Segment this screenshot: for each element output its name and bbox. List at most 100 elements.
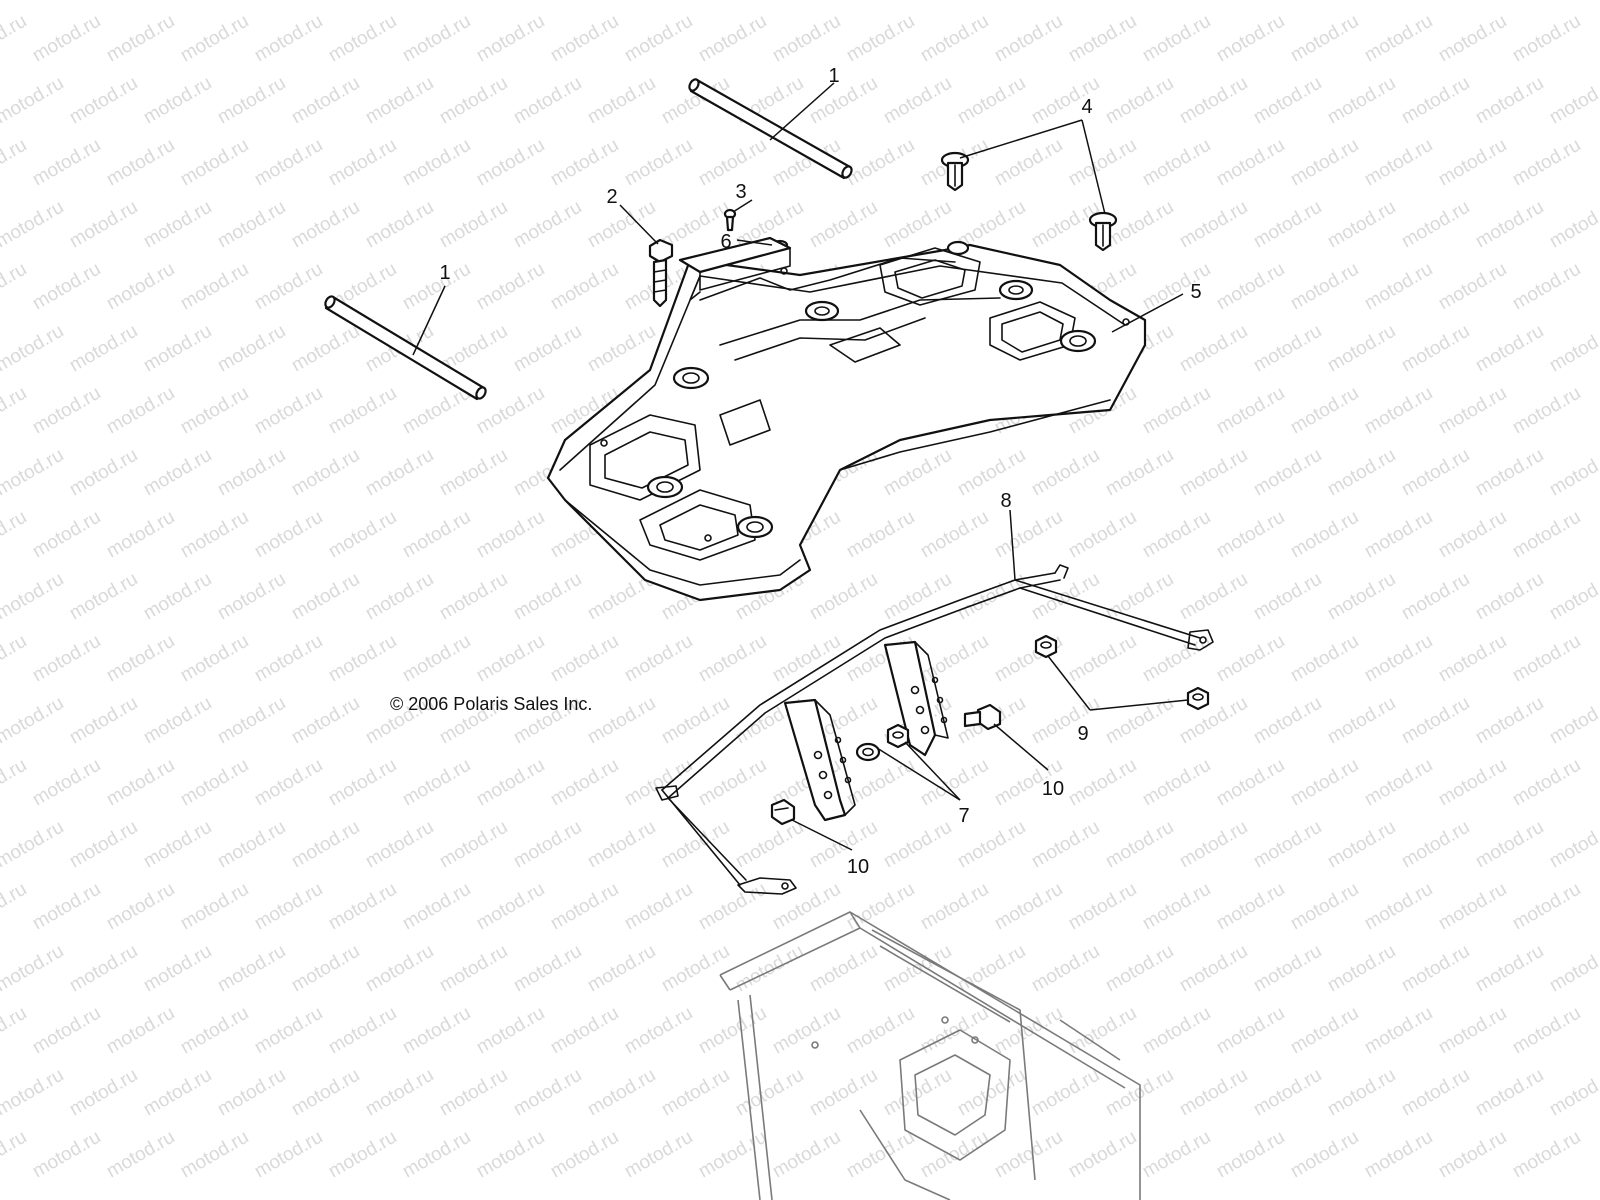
watermark-text: motod.ru	[1028, 941, 1103, 997]
watermark-text: motod.ru	[1028, 693, 1103, 749]
watermark-text: motod.ru	[1287, 631, 1362, 687]
callout-4: 4	[1081, 96, 1092, 118]
watermark-text: motod.ru	[288, 693, 363, 749]
watermark-text: motod.ru	[584, 321, 659, 377]
copyright-text: © 2006 Polaris Sales Inc.	[390, 694, 592, 714]
watermark-text: motod.ru	[325, 1127, 400, 1183]
watermark-text: motod.ru	[658, 941, 733, 997]
watermark-text: motod.ru	[1139, 11, 1214, 67]
watermark-text: motod.ru	[473, 11, 548, 67]
watermark-text: motod.ru	[1287, 11, 1362, 67]
watermark-text: motod.ru	[177, 507, 252, 563]
watermark-text: motod.ru	[1139, 755, 1214, 811]
watermark-text: motod.ru	[1065, 135, 1140, 191]
watermark-text: motod.ru	[66, 569, 141, 625]
callout-1-top: 1	[828, 65, 839, 87]
watermark-text: motod.ru	[29, 383, 104, 439]
screw-part-3	[723, 208, 737, 232]
watermark-text: motod.ru	[0, 817, 67, 873]
watermark-text: motod.ru	[288, 941, 363, 997]
watermark-text: motod.ru	[547, 631, 622, 687]
watermark-text: motod.ru	[547, 11, 622, 67]
watermark-text: motod.ru	[29, 259, 104, 315]
watermark-text: motod.ru	[399, 11, 474, 67]
watermark-text: motod.ru	[0, 445, 67, 501]
watermark-text: motod.ru	[1472, 321, 1547, 377]
watermark-text: motod.ru	[769, 879, 844, 935]
watermark-text: motod.ru	[991, 11, 1066, 67]
watermark-text: motod.ru	[1398, 197, 1473, 253]
callout-labels: 1 1 2 3 4 5 6 7 8 9 10 10	[439, 65, 1201, 878]
watermark-text: motod.ru	[1472, 73, 1547, 129]
watermark-text: motod.ru	[140, 73, 215, 129]
watermark-text: motod.ru	[1324, 569, 1399, 625]
watermark-text: motod.ru	[436, 817, 511, 873]
watermark-text: motod.ru	[769, 1127, 844, 1183]
watermark-text: motod.ru	[473, 631, 548, 687]
watermark-text: motod.ru	[1139, 135, 1214, 191]
watermark-text: motod.ru	[1324, 817, 1399, 873]
watermark-text: motod.ru	[1287, 1003, 1362, 1059]
watermark-text: motod.ru	[325, 507, 400, 563]
watermark-text: motod.ru	[1176, 321, 1251, 377]
watermark-text: motod.ru	[362, 197, 437, 253]
watermark-text: motod.ru	[103, 11, 178, 67]
watermark-text: motod.ru	[621, 631, 696, 687]
watermark-text: motod.ru	[1509, 259, 1584, 315]
watermark-text: motod.ru	[325, 383, 400, 439]
watermark-text: motod.ru	[214, 1065, 289, 1121]
watermark-text: motod.ru	[1324, 941, 1399, 997]
watermark-text: motod.ru	[362, 1065, 437, 1121]
watermark-text: motod.ru	[1065, 631, 1140, 687]
watermark-text: motod.ru	[1398, 569, 1473, 625]
watermark-text: motod.ru	[140, 445, 215, 501]
watermark-text: motod.ru	[1398, 693, 1473, 749]
watermark-text: motod.ru	[1324, 321, 1399, 377]
watermark-text: motod.ru	[1361, 383, 1436, 439]
callout-10-left: 10	[847, 856, 869, 878]
watermark-text: motod.ru	[1102, 693, 1177, 749]
watermark-text: motod.ru	[510, 197, 585, 253]
watermark-text: motod.ru	[140, 941, 215, 997]
watermark-text: motod.ru	[29, 755, 104, 811]
watermark-text: motod.ru	[584, 73, 659, 129]
watermark-text: motod.ru	[399, 259, 474, 315]
watermark-text: motod.ru	[806, 73, 881, 129]
watermark-text: motod.ru	[288, 321, 363, 377]
watermark-text: motod.ru	[1213, 1127, 1288, 1183]
watermark-text: motod.ru	[399, 755, 474, 811]
watermark-text: motod.ru	[362, 445, 437, 501]
watermark-text: motod.ru	[1435, 755, 1510, 811]
watermark-text: motod.ru	[436, 1065, 511, 1121]
watermark-text: motod.ru	[1472, 569, 1547, 625]
callout-2: 2	[606, 186, 617, 208]
watermark-text: motod.ru	[140, 817, 215, 873]
watermark-text: motod.ru	[1287, 879, 1362, 935]
watermark-text: motod.ru	[695, 1003, 770, 1059]
watermark-text: motod.ru	[288, 445, 363, 501]
watermark-text: motod.ru	[1472, 817, 1547, 873]
watermark-text: motod.ru	[436, 197, 511, 253]
watermark-text: motod.ru	[806, 1065, 881, 1121]
watermark-layer: motod.rumotod.rumotod.rumotod.rumotod.ru…	[0, 11, 1600, 1183]
watermark-text: motod.ru	[1324, 73, 1399, 129]
watermark-text: motod.ru	[399, 1127, 474, 1183]
watermark-text: motod.ru	[1398, 321, 1473, 377]
watermark-text: motod.ru	[1435, 507, 1510, 563]
callout-6: 6	[720, 231, 731, 253]
rear-rack-part-5	[546, 236, 1147, 602]
watermark-text: motod.ru	[1324, 445, 1399, 501]
watermark-text: motod.ru	[547, 879, 622, 935]
watermark-text: motod.ru	[177, 11, 252, 67]
watermark-text: motod.ru	[325, 879, 400, 935]
watermark-text: motod.ru	[547, 135, 622, 191]
watermark-text: motod.ru	[843, 135, 918, 191]
watermark-text: motod.ru	[695, 1127, 770, 1183]
watermark-text: motod.ru	[1065, 1127, 1140, 1183]
watermark-text: motod.ru	[1176, 73, 1251, 129]
watermark-text: motod.ru	[288, 569, 363, 625]
watermark-text: motod.ru	[806, 197, 881, 253]
watermark-text: motod.ru	[991, 135, 1066, 191]
watermark-text: motod.ru	[288, 197, 363, 253]
watermark-text: motod.ru	[621, 1003, 696, 1059]
